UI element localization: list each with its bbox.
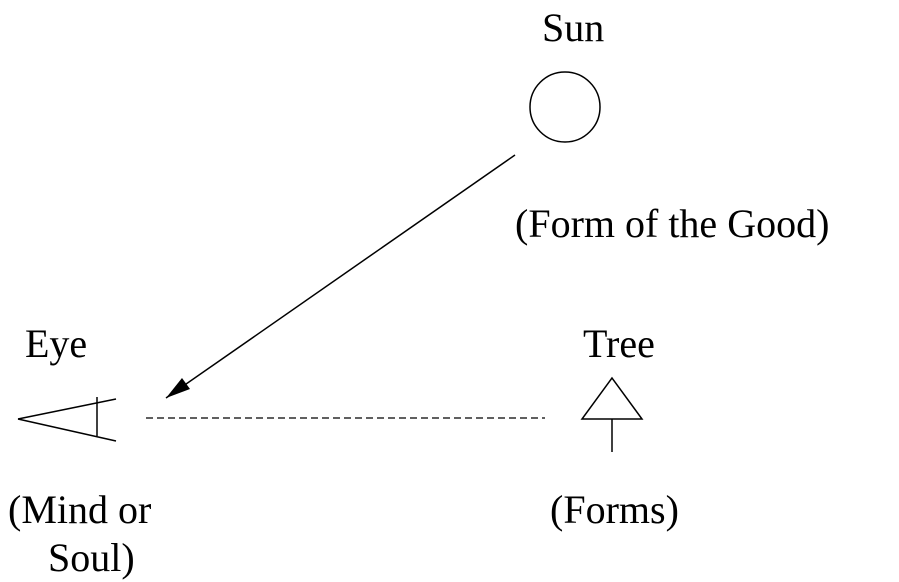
sun-circle [529,71,601,143]
sun-label: Sun [542,5,605,50]
arrow-head [166,378,190,398]
tree-symbol [580,376,644,452]
eye-caption-line-2: Soul) [48,535,135,580]
tree-label: Tree [583,321,655,366]
eye-label: Eye [25,321,88,366]
sun-caption: (Form of the Good) [515,201,830,246]
tree-caption: (Forms) [550,487,679,532]
eye-symbol [17,397,117,442]
eye-caption-line-1: (Mind or [8,487,152,532]
light-arrow [165,154,516,399]
